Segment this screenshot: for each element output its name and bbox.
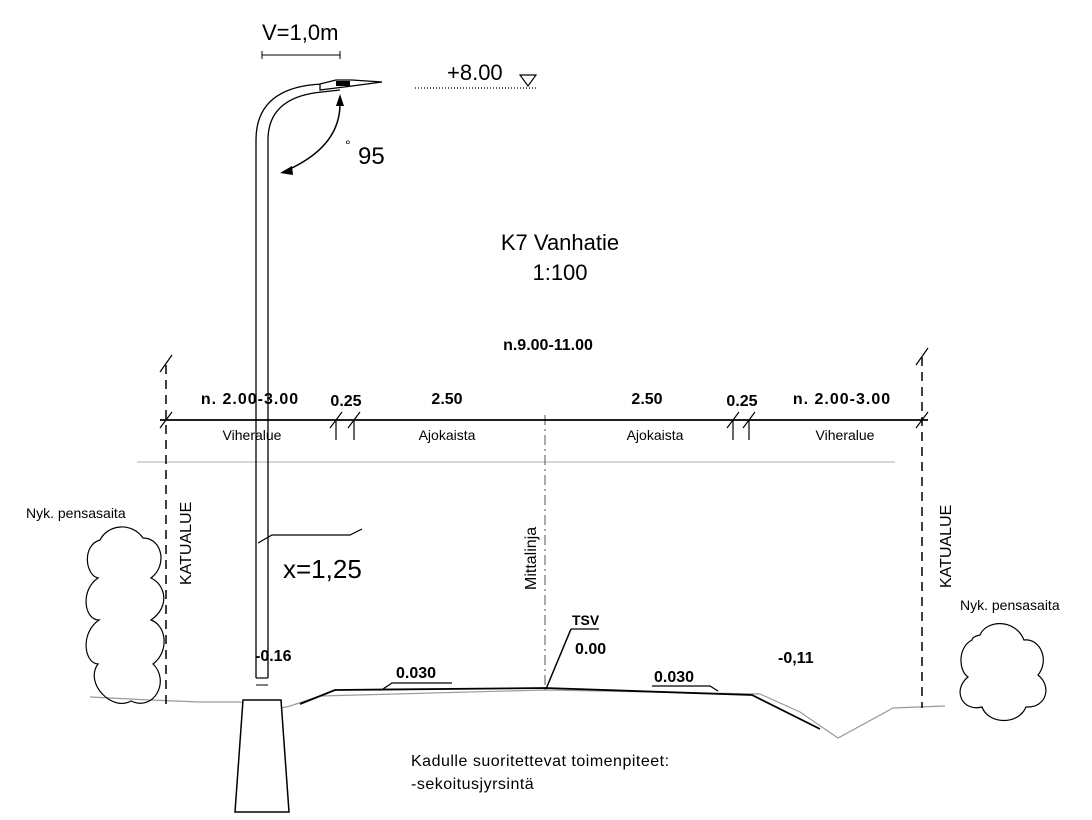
right-slope-symbol	[652, 685, 719, 692]
zone-right-green: Viheralue	[816, 427, 875, 443]
zone-right-lane: Ajokaista	[627, 427, 684, 443]
right-katualue-label: KATUALUE	[938, 505, 955, 588]
left-hedge-symbol	[85, 526, 165, 704]
dim-right-lane: 2.50	[631, 391, 662, 408]
zone-left-lane: Ajokaista	[419, 427, 476, 443]
height-label: +8.00	[447, 60, 503, 85]
angle-arc	[282, 103, 341, 173]
total-width-label: n.9.00-11.00	[503, 337, 593, 354]
left-slope-symbol	[382, 682, 452, 690]
street-light-pole	[244, 83, 341, 700]
road-surface-line	[299, 687, 821, 730]
left-edge-elevation: -0.16	[255, 648, 292, 665]
dim-left-lane: 2.50	[431, 391, 462, 408]
left-hedge-label: Nyk. pensasaita	[26, 505, 126, 521]
shoulder-marks	[335, 420, 750, 440]
overhang-dimension	[261, 51, 341, 59]
tsv-value: 0.00	[575, 641, 606, 658]
dim-right-green: n. 2.00-3.00	[793, 391, 891, 408]
left-slope-label: 0.030	[396, 665, 436, 682]
angle-degree-symbol: °	[345, 137, 351, 153]
drawing-scale: 1:100	[532, 260, 587, 285]
dim-left-green: n. 2.00-3.00	[201, 391, 299, 408]
tsv-leader	[545, 628, 572, 690]
right-edge-elevation: -0,11	[778, 650, 814, 667]
angle-label: 95	[358, 143, 385, 170]
angle-arrow-top-icon	[336, 94, 344, 106]
overhang-label: V=1,0m	[262, 20, 338, 45]
existing-ground-line	[89, 689, 946, 739]
left-katualue-label: KATUALUE	[178, 502, 195, 585]
angle-arrow-bottom-icon	[280, 166, 293, 175]
centerline-label: Mittalinja	[523, 527, 540, 590]
dim-right-shoulder: 0.25	[726, 393, 757, 410]
right-slope-label: 0.030	[654, 669, 694, 686]
drawing-title: K7 Vanhatie	[501, 230, 619, 255]
notes-heading: Kadulle suoritettevat toimenpiteet:	[411, 753, 670, 770]
height-triangle-icon	[518, 74, 538, 88]
right-hedge-symbol	[959, 623, 1047, 722]
offset-label: x=1,25	[283, 554, 362, 584]
dim-left-shoulder: 0.25	[330, 393, 361, 410]
light-pole-foundation	[234, 699, 290, 813]
tsv-label: TSV	[572, 612, 600, 628]
right-hedge-label: Nyk. pensasaita	[960, 597, 1060, 613]
notes-item: -sekoitusjyrsintä	[411, 776, 534, 793]
luminaire-icon	[319, 79, 383, 91]
zone-left-green: Viheralue	[223, 427, 282, 443]
left-boundary-tick	[159, 354, 173, 373]
offset-leader	[257, 528, 363, 544]
right-boundary-tick	[915, 347, 929, 366]
